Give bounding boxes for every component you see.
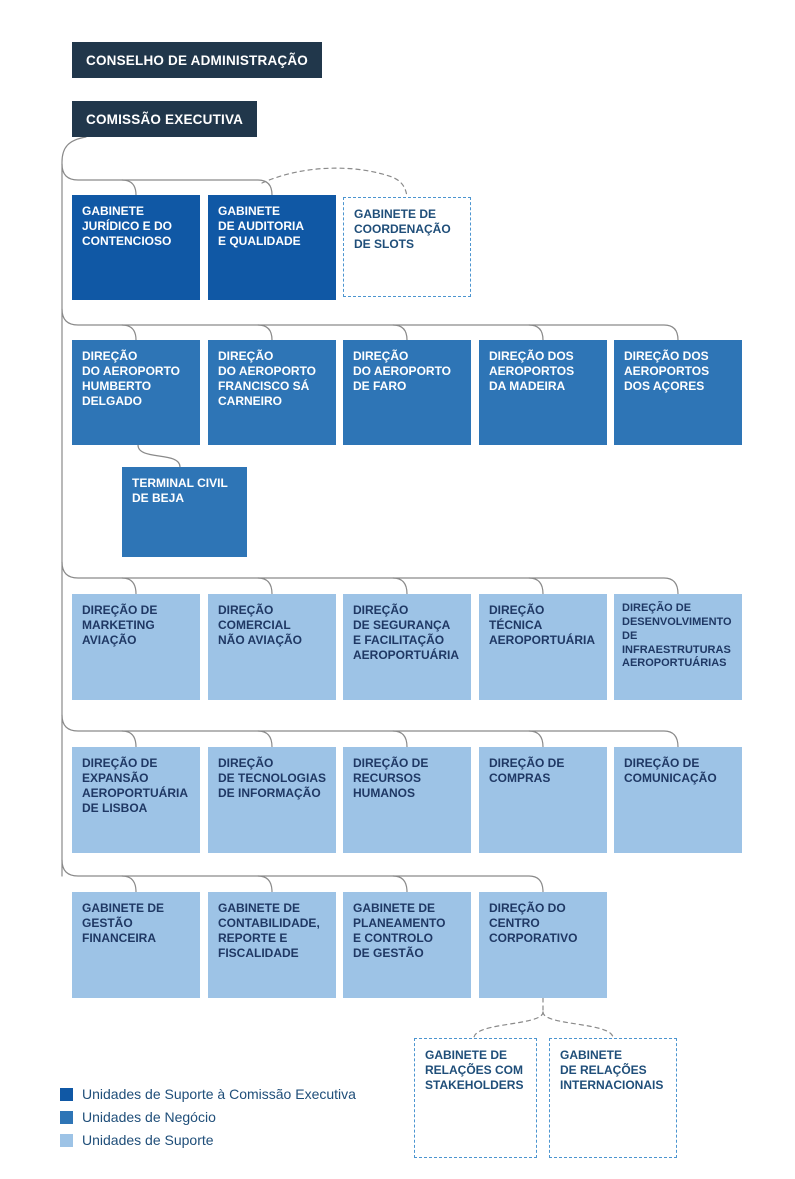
unit-contabilidade-reporte-fiscalidade: GABINETE DE CONTABILIDADE, REPORTE E FIS… (208, 892, 336, 998)
unit-aeroporto-francisco-sa-carneiro: DIREÇÃO DO AEROPORTO FRANCISCO SÁ CARNEI… (208, 340, 336, 445)
unit-recursos-humanos: DIREÇÃO DE RECURSOS HUMANOS (343, 747, 471, 853)
legend-swatch-business-icon (60, 1110, 73, 1124)
legend-swatch-support-executive-icon (60, 1087, 73, 1101)
unit-label: DIREÇÃO DE SEGURANÇA E FACILITAÇÃO AEROP… (353, 603, 460, 663)
unit-label: GABINETE DE GESTÃO FINANCEIRA (82, 901, 165, 946)
unit-centro-corporativo: DIREÇÃO DO CENTRO CORPORATIVO (479, 892, 607, 998)
unit-gabinete-juridico-contencioso: GABINETE JURÍDICO E DO CONTENCIOSO (72, 195, 200, 300)
unit-label: DIREÇÃO DO AEROPORTO DE FARO (353, 349, 452, 394)
unit-tecnologias-informacao: DIREÇÃO DE TECNOLOGIAS DE INFORMAÇÃO (208, 747, 336, 853)
legend-item-support: Unidades de Suporte (60, 1132, 356, 1148)
unit-compras: DIREÇÃO DE COMPRAS (479, 747, 607, 853)
unit-gabinete-coordenacao-slots: GABINETE DE COORDENAÇÃO DE SLOTS (343, 197, 471, 297)
unit-aeroportos-acores: DIREÇÃO DOS AEROPORTOS DOS AÇORES (614, 340, 742, 445)
unit-label: DIREÇÃO DE COMPRAS (489, 756, 565, 786)
unit-label: DIREÇÃO DE EXPANSÃO AEROPORTUÁRIA DE LIS… (82, 756, 189, 816)
unit-label: DIREÇÃO DE DESENVOLVIMENTO DE INFRAESTRU… (622, 602, 732, 670)
unit-gestao-financeira: GABINETE DE GESTÃO FINANCEIRA (72, 892, 200, 998)
unit-aeroporto-humberto-delgado: DIREÇÃO DO AEROPORTO HUMBERTO DELGADO (72, 340, 200, 445)
unit-aeroportos-madeira: DIREÇÃO DOS AEROPORTOS DA MADEIRA (479, 340, 607, 445)
unit-label: DIREÇÃO DOS AEROPORTOS DA MADEIRA (489, 349, 575, 394)
unit-label: GABINETE DE CONTABILIDADE, REPORTE E FIS… (218, 901, 320, 961)
unit-terminal-civil-beja: TERMINAL CIVIL DE BEJA (122, 467, 247, 557)
unit-label: GABINETE DE RELAÇÕES COM STAKEHOLDERS (425, 1048, 524, 1093)
unit-label: DIREÇÃO TÉCNICA AEROPORTUÁRIA (489, 603, 596, 648)
unit-label: DIREÇÃO DOS AEROPORTOS DOS AÇORES (624, 349, 710, 394)
unit-label: DIREÇÃO DE MARKETING AVIAÇÃO (82, 603, 158, 648)
unit-expansao-aeroportuaria-lisboa: DIREÇÃO DE EXPANSÃO AEROPORTUÁRIA DE LIS… (72, 747, 200, 853)
unit-label: GABINETE DE PLANEAMENTO E CONTROLO DE GE… (353, 901, 446, 961)
executive-committee-label: COMISSÃO EXECUTIVA (86, 111, 244, 127)
unit-marketing-aviacao: DIREÇÃO DE MARKETING AVIAÇÃO (72, 594, 200, 700)
legend-swatch-support-icon (60, 1133, 73, 1147)
unit-label: DIREÇÃO DO AEROPORTO FRANCISCO SÁ CARNEI… (218, 349, 317, 409)
unit-label: DIREÇÃO DO CENTRO CORPORATIVO (489, 901, 578, 946)
unit-planeamento-controlo-gestao: GABINETE DE PLANEAMENTO E CONTROLO DE GE… (343, 892, 471, 998)
unit-label: DIREÇÃO DO AEROPORTO HUMBERTO DELGADO (82, 349, 181, 409)
unit-gabinete-auditoria-qualidade: GABINETE DE AUDITORIA E QUALIDADE (208, 195, 336, 300)
unit-comercial-nao-aviacao: DIREÇÃO COMERCIAL NÃO AVIAÇÃO (208, 594, 336, 700)
unit-seguranca-facilitacao: DIREÇÃO DE SEGURANÇA E FACILITAÇÃO AEROP… (343, 594, 471, 700)
unit-desenvolvimento-infraestruturas: DIREÇÃO DE DESENVOLVIMENTO DE INFRAESTRU… (614, 594, 742, 700)
unit-aeroporto-faro: DIREÇÃO DO AEROPORTO DE FARO (343, 340, 471, 445)
unit-label: GABINETE JURÍDICO E DO CONTENCIOSO (82, 204, 173, 249)
executive-committee-box: COMISSÃO EXECUTIVA (72, 101, 257, 137)
legend: Unidades de Suporte à Comissão Executiva… (60, 1086, 356, 1148)
unit-label: DIREÇÃO DE TECNOLOGIAS DE INFORMAÇÃO (218, 756, 327, 801)
unit-comunicacao: DIREÇÃO DE COMUNICAÇÃO (614, 747, 742, 853)
unit-label: GABINETE DE RELAÇÕES INTERNACIONAIS (560, 1048, 664, 1093)
legend-label: Unidades de Suporte à Comissão Executiva (82, 1086, 356, 1102)
legend-label: Unidades de Suporte (82, 1132, 214, 1148)
unit-label: GABINETE DE COORDENAÇÃO DE SLOTS (354, 207, 451, 252)
unit-tecnica-aeroportuaria: DIREÇÃO TÉCNICA AEROPORTUÁRIA (479, 594, 607, 700)
unit-label: DIREÇÃO COMERCIAL NÃO AVIAÇÃO (218, 603, 302, 648)
board-label: CONSELHO DE ADMINISTRAÇÃO (86, 52, 309, 68)
legend-item-support-executive: Unidades de Suporte à Comissão Executiva (60, 1086, 356, 1102)
unit-relacoes-internacionais: GABINETE DE RELAÇÕES INTERNACIONAIS (549, 1038, 677, 1158)
unit-relacoes-stakeholders: GABINETE DE RELAÇÕES COM STAKEHOLDERS (414, 1038, 537, 1158)
unit-label: TERMINAL CIVIL DE BEJA (132, 476, 228, 506)
legend-item-business: Unidades de Negócio (60, 1109, 356, 1125)
unit-label: DIREÇÃO DE RECURSOS HUMANOS (353, 756, 429, 801)
unit-label: DIREÇÃO DE COMUNICAÇÃO (624, 756, 717, 786)
unit-label: GABINETE DE AUDITORIA E QUALIDADE (218, 204, 305, 249)
legend-label: Unidades de Negócio (82, 1109, 216, 1125)
board-box: CONSELHO DE ADMINISTRAÇÃO (72, 42, 322, 78)
